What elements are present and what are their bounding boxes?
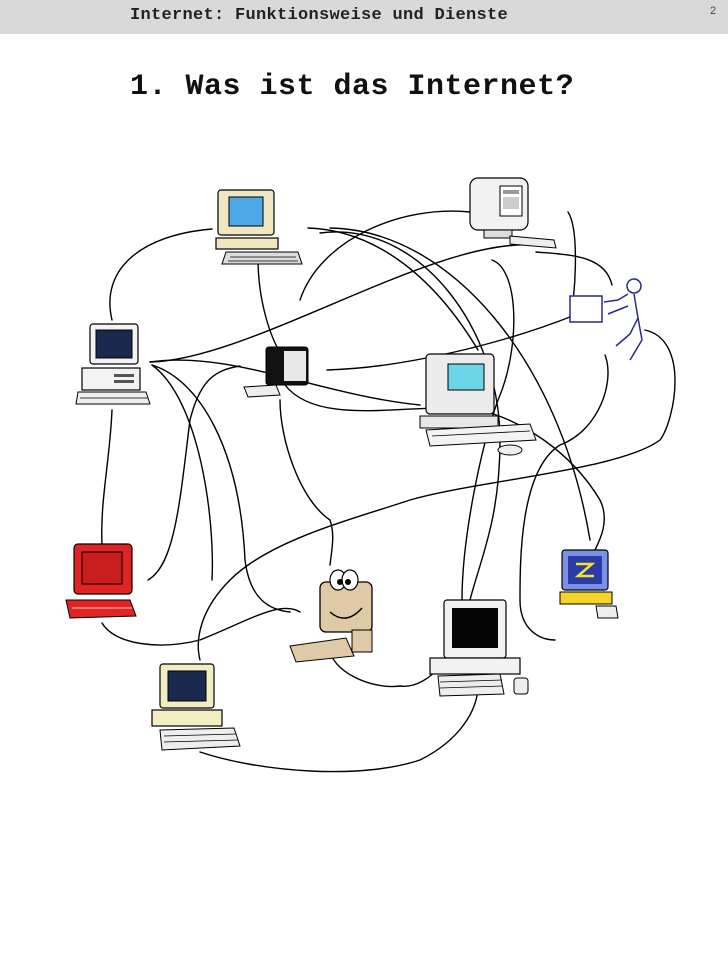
section-heading: 1. Was ist das Internet? bbox=[130, 70, 575, 104]
connection-line bbox=[284, 384, 605, 551]
computer-icon bbox=[419, 353, 537, 456]
connection-line bbox=[319, 231, 501, 601]
connection-line bbox=[147, 365, 241, 581]
connection-line bbox=[149, 244, 531, 363]
computer-icon bbox=[429, 599, 529, 697]
connection-line bbox=[101, 607, 301, 646]
computer-icon bbox=[243, 346, 309, 398]
person-icon bbox=[569, 278, 643, 361]
connection-line bbox=[109, 228, 213, 321]
connection-line bbox=[299, 210, 471, 301]
computer-icon bbox=[65, 543, 137, 619]
connection-line bbox=[519, 354, 609, 641]
connection-line bbox=[329, 259, 515, 688]
connection-line bbox=[326, 314, 576, 371]
connection-line bbox=[329, 227, 591, 541]
connection-line bbox=[197, 329, 676, 661]
computer-icon bbox=[559, 549, 619, 619]
connection-line bbox=[279, 399, 334, 566]
connection-line bbox=[199, 684, 479, 773]
connection-line bbox=[535, 251, 613, 286]
computer-icon bbox=[469, 177, 557, 249]
computer-icon bbox=[215, 189, 303, 265]
connection-line bbox=[151, 364, 291, 613]
connection-line bbox=[151, 364, 214, 581]
connection-line bbox=[101, 409, 113, 546]
header-bar bbox=[0, 0, 728, 34]
computer-icon bbox=[289, 569, 373, 663]
document-title: Internet: Funktionsweise und Dienste bbox=[130, 6, 509, 25]
computer-icon bbox=[151, 663, 241, 751]
page-number: 2 bbox=[710, 5, 717, 17]
connection-line bbox=[257, 257, 286, 361]
connection-line bbox=[307, 227, 479, 351]
computer-icon bbox=[75, 323, 151, 405]
